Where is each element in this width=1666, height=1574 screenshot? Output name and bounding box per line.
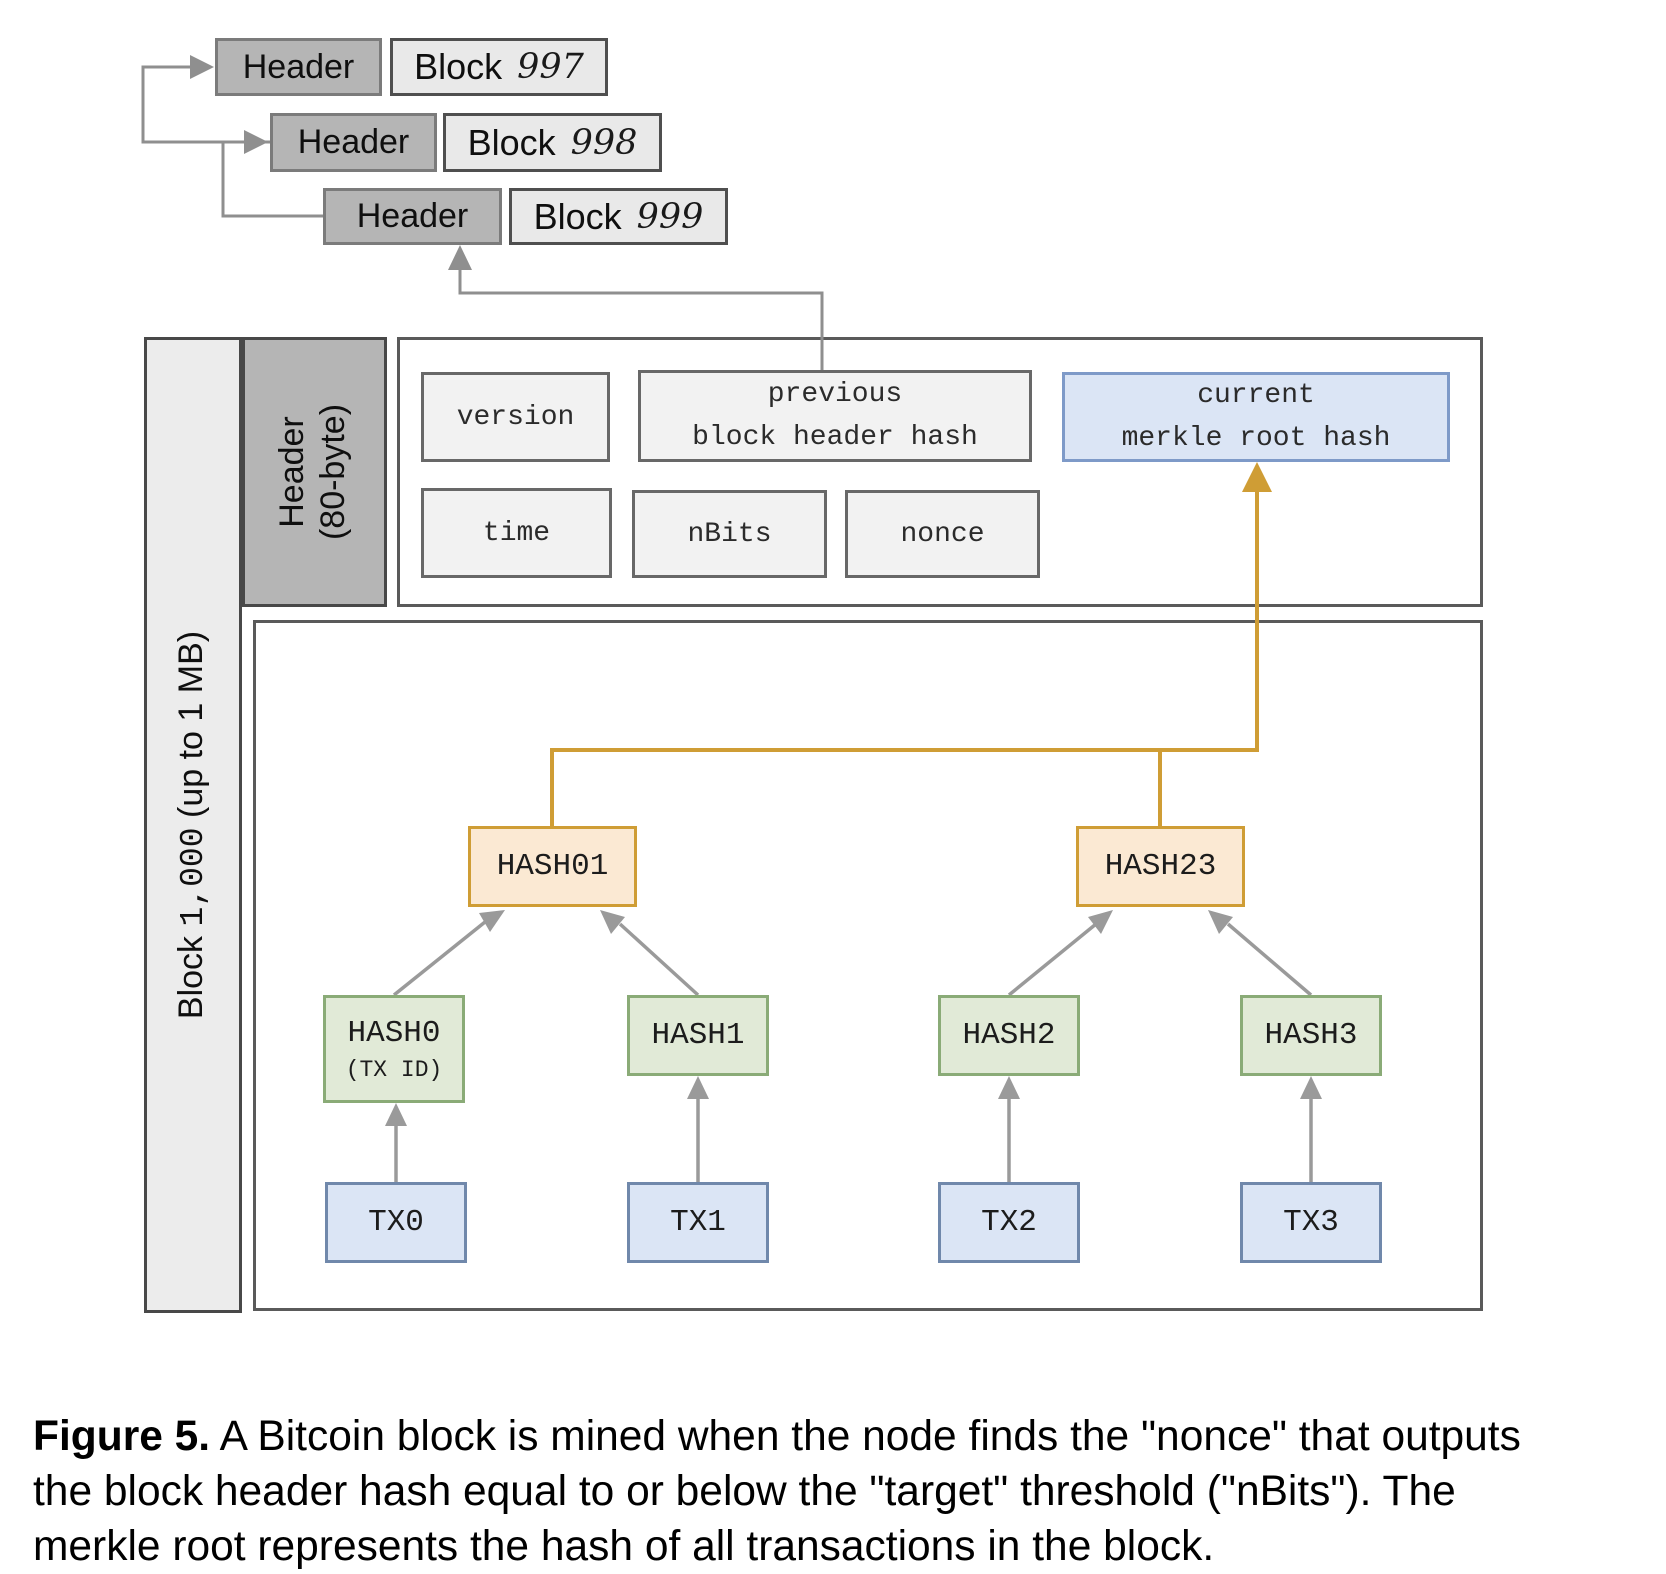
block999-number: 999 [636, 196, 704, 237]
node-tx2-label: TX2 [981, 1205, 1037, 1240]
block999-word: Block [533, 195, 622, 237]
node-tx0: TX0 [325, 1182, 467, 1263]
header-80byte-column [242, 337, 387, 607]
node-hash2: HASH2 [938, 995, 1080, 1076]
block-1000-column [144, 337, 242, 1313]
node-hash2-label: HASH2 [962, 1018, 1056, 1053]
node-hash23: HASH23 [1076, 826, 1245, 907]
node-hash0-label: HASH0 [347, 1015, 441, 1051]
field-nbits-label: nBits [687, 518, 772, 550]
node-hash1: HASH1 [627, 995, 769, 1076]
node-tx3-label: TX3 [1283, 1205, 1339, 1240]
node-hash01: HASH01 [468, 826, 637, 907]
block999-box: Block 999 [509, 188, 728, 245]
block997-number: 997 [517, 47, 584, 87]
block-1000-number: 1,000 [175, 827, 212, 927]
field-previous-line2: block header hash [692, 422, 978, 453]
node-hash01-label: HASH01 [496, 849, 609, 884]
field-nonce-label: nonce [900, 518, 985, 550]
field-previous-block-header-hash: previous block header hash [638, 370, 1032, 462]
block998-number: 998 [570, 122, 638, 163]
figure-caption: Figure 5. A Bitcoin block is mined when … [33, 1409, 1555, 1574]
figure-caption-text: A Bitcoin block is mined when the node f… [33, 1412, 1521, 1570]
field-merkle-line2: merkle root hash [1121, 423, 1391, 454]
figure-caption-label: Figure 5. [33, 1412, 211, 1460]
node-hash3: HASH3 [1240, 995, 1382, 1076]
field-version: version [421, 372, 610, 462]
node-hash23-label: HASH23 [1104, 849, 1217, 884]
node-tx1: TX1 [627, 1182, 769, 1263]
field-time-label: time [482, 517, 551, 549]
block998-box: Block 998 [443, 113, 662, 172]
block997-word: Block [414, 46, 503, 87]
node-tx1-label: TX1 [670, 1205, 726, 1240]
block-1000-prefix: Block [172, 935, 210, 1020]
field-previous-line1: previous [767, 379, 903, 410]
block997-box: Block 997 [390, 38, 608, 96]
header-80byte-label: Header (80-byte) [272, 404, 354, 540]
field-version-label: version [456, 401, 575, 433]
block999-header-label: Header [356, 197, 469, 235]
node-hash3-label: HASH3 [1264, 1018, 1358, 1053]
block-1000-label: Block 1,000 (up to 1 MB) [172, 631, 212, 1019]
node-tx3: TX3 [1240, 1182, 1382, 1263]
field-current-merkle-root-hash: current merkle root hash [1062, 372, 1450, 462]
block-1000-suffix: (up to 1 MB) [172, 630, 210, 818]
node-hash1-label: HASH1 [651, 1018, 745, 1053]
block997-header-label: Header [242, 47, 355, 86]
node-hash0: HASH0 (TX ID) [323, 995, 465, 1103]
field-merkle-line1: current [1197, 380, 1315, 411]
node-tx0-label: TX0 [368, 1205, 424, 1240]
block998-header-label: Header [297, 123, 410, 161]
block998-word: Block [467, 121, 556, 163]
node-tx2: TX2 [938, 1182, 1080, 1263]
header-80byte-line2: (80-byte) [314, 403, 352, 541]
block998-header-box: Header [270, 113, 437, 172]
header-80byte-line1: Header [273, 416, 311, 528]
node-hash0-sublabel: (TX ID) [345, 1056, 443, 1083]
block997-header-box: Header [215, 38, 382, 96]
field-time: time [421, 488, 612, 578]
block999-header-box: Header [323, 188, 502, 245]
field-nbits: nBits [632, 490, 827, 578]
field-nonce: nonce [845, 490, 1040, 578]
